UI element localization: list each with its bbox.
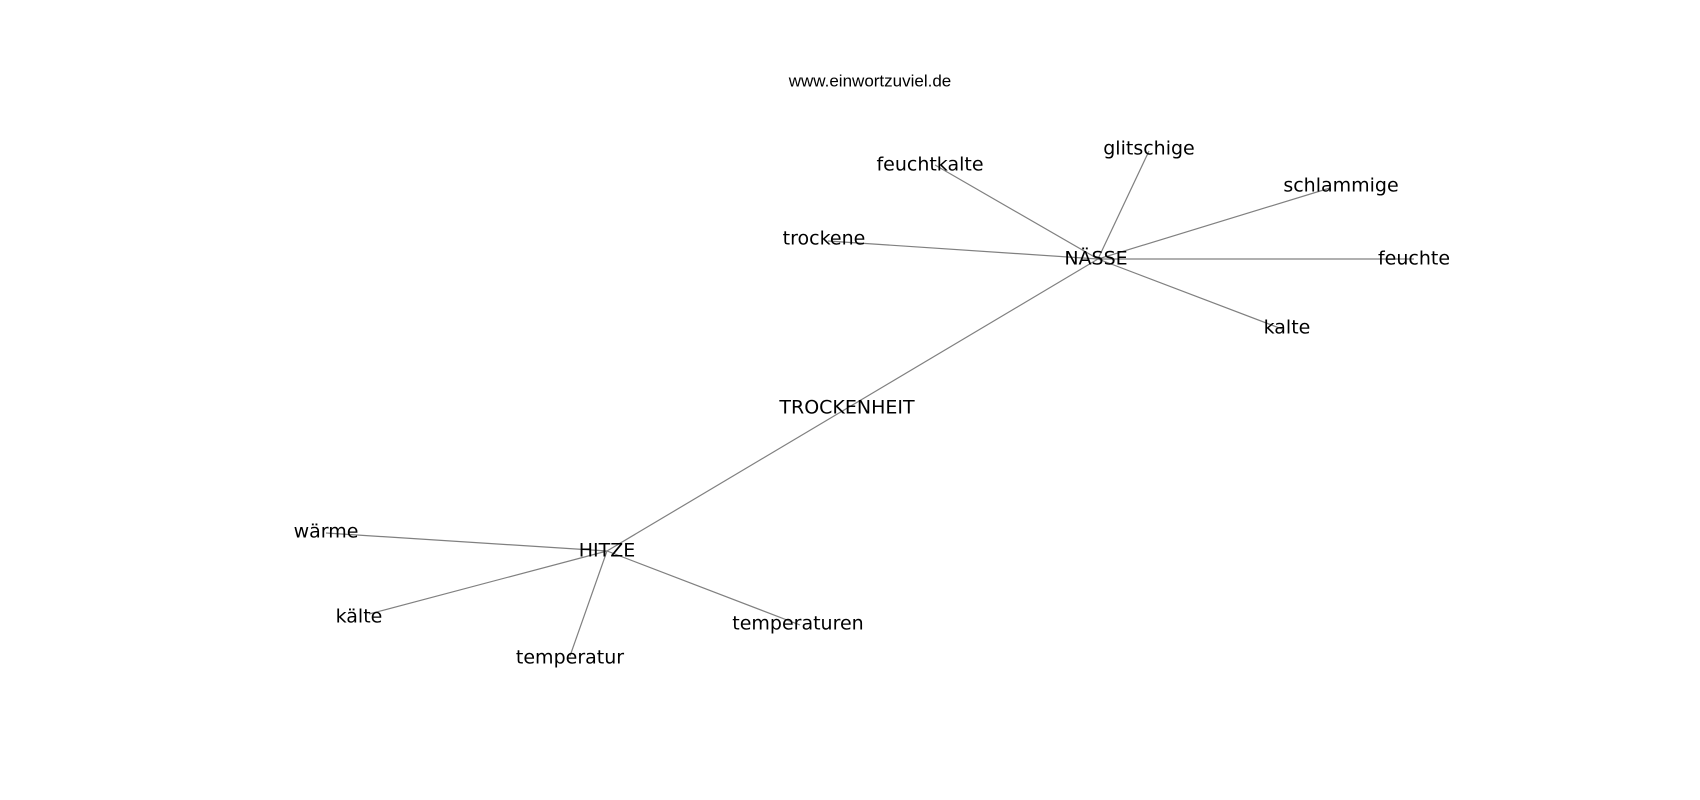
- edge-hitze-naesse: [606, 258, 1099, 552]
- node-label-temperatur: temperatur: [516, 647, 624, 669]
- node-label-kaelte: kälte: [336, 606, 383, 628]
- edge-layer: [325, 150, 1414, 657]
- edge-hitze-temperaturen: [606, 550, 801, 626]
- node-label-hitze: HITZE: [579, 540, 636, 562]
- edge-naesse-kalte: [1097, 258, 1283, 330]
- node-layer: TROCKENHEIT NÄSSE HITZE feuchtkalte glitschi…: [294, 138, 1450, 669]
- node-label-naesse: NÄSSE: [1064, 247, 1127, 270]
- edge-hitze-kaelte: [368, 550, 608, 615]
- node-label-temperaturen: temperaturen: [732, 613, 863, 635]
- edge-naesse-schlammige: [1097, 187, 1331, 260]
- edge-hitze-temperatur: [569, 550, 608, 657]
- node-label-waerme: wärme: [294, 521, 359, 543]
- node-label-trockenheit: TROCKENHEIT: [778, 397, 915, 419]
- edge-naesse-glitschige: [1097, 150, 1150, 260]
- node-label-trockene: trockene: [783, 228, 866, 250]
- node-label-feuchtkalte: feuchtkalte: [876, 154, 983, 176]
- edge-naesse-feuchtkalte: [934, 164, 1099, 260]
- site-url-label: www.einwortzuviel.de: [788, 71, 952, 90]
- node-label-feuchte: feuchte: [1378, 248, 1450, 270]
- node-label-glitschige: glitschige: [1103, 138, 1194, 160]
- edge-hitze-waerme: [325, 532, 608, 552]
- node-label-schlammige: schlammige: [1283, 175, 1398, 197]
- node-label-kalte: kalte: [1264, 317, 1311, 339]
- edge-naesse-trockene: [827, 240, 1099, 260]
